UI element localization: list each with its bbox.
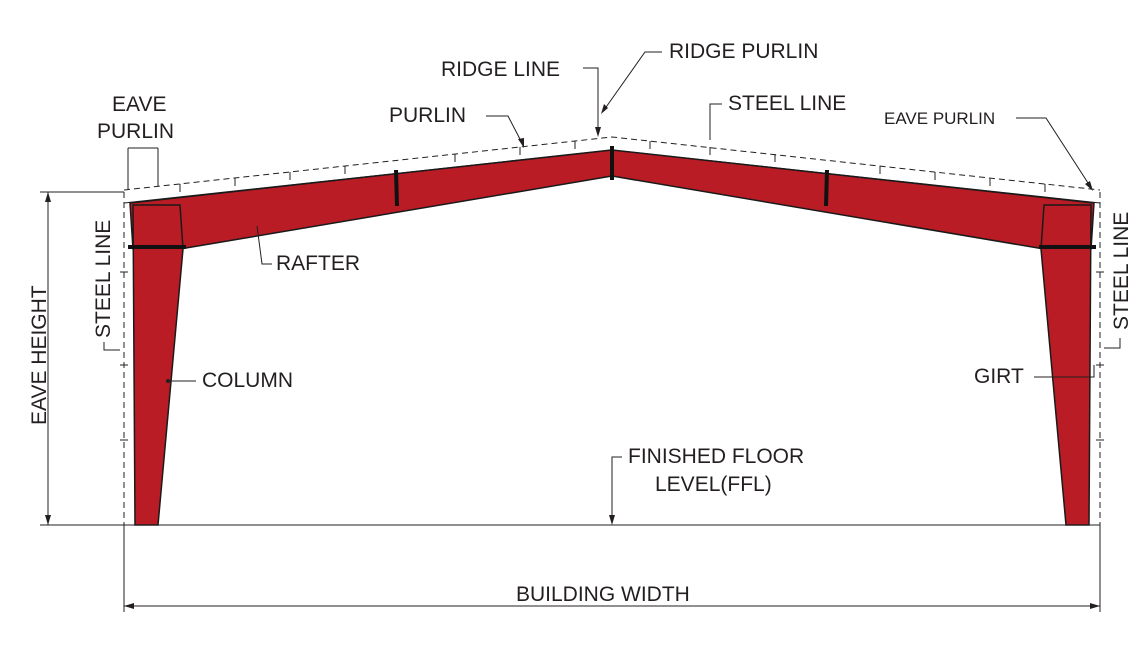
- right-rafter: [611, 149, 1095, 250]
- rafter-label: RAFTER: [276, 252, 360, 275]
- eave-height-dimension: [40, 191, 124, 526]
- eave-height-label: EAVE HEIGHT: [28, 285, 51, 425]
- eave-purlin-left-label-line2: PURLIN: [97, 120, 174, 143]
- right-column: [1040, 204, 1092, 526]
- steel-lines: [123, 192, 1101, 528]
- building-width-label: BUILDING WIDTH: [516, 583, 690, 606]
- purlin-ticks: [179, 141, 1046, 192]
- ffl-label-line2: LEVEL(FFL): [655, 473, 772, 496]
- steel-line-right-label: STEEL LINE: [1110, 212, 1133, 330]
- steel-line-top-label: STEEL LINE: [728, 92, 846, 115]
- building-width-dimension: [123, 528, 1101, 612]
- girt-ticks: [120, 271, 1104, 441]
- left-column: [132, 204, 184, 526]
- column-label: COLUMN: [202, 369, 293, 392]
- left-rafter: [129, 149, 613, 250]
- girt-label: GIRT: [974, 365, 1024, 388]
- ffl-label-line1: FINISHED FLOOR: [628, 445, 804, 468]
- eave-purlin-left-label-line1: EAVE: [112, 93, 166, 116]
- purlin-label: PURLIN: [389, 104, 466, 127]
- ridge-purlin-label: RIDGE PURLIN: [669, 40, 818, 63]
- steel-line-left-label: STEEL LINE: [92, 220, 115, 338]
- eave-purlin-left-leader: [127, 147, 159, 190]
- ridge-line-label: RIDGE LINE: [441, 58, 560, 81]
- connection-plates: [128, 146, 1096, 249]
- eave-purlin-right-label: EAVE PURLIN: [884, 109, 995, 128]
